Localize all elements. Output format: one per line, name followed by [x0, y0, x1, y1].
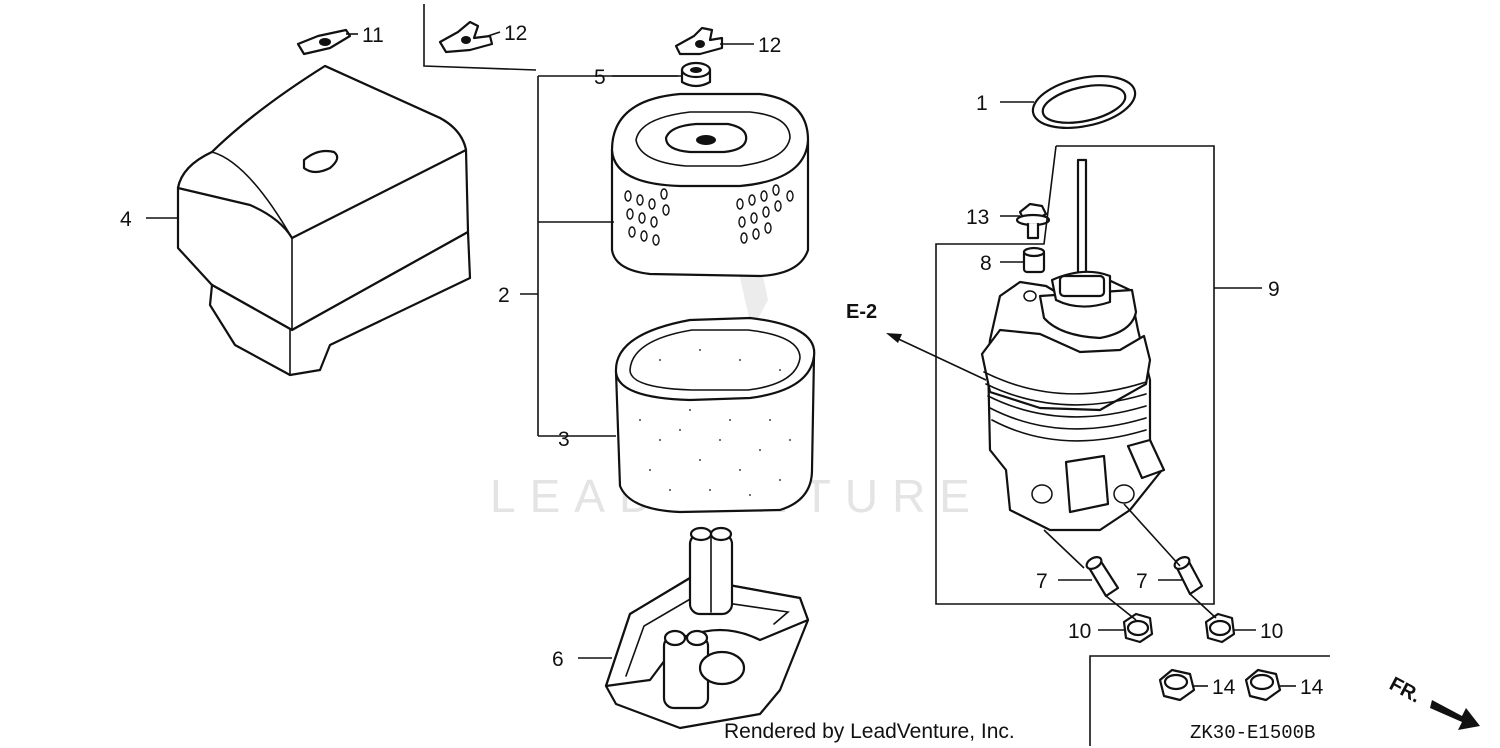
air-cleaner-cover-icon[interactable] — [176, 64, 472, 377]
callout-9: 9 — [1268, 278, 1280, 301]
callout-13: 13 — [966, 206, 989, 229]
air-cleaner-element-icon[interactable] — [610, 92, 810, 278]
callouts: 1 2 3 4 5 6 7 7 8 9 10 10 11 12 12 13 14… — [120, 22, 1324, 699]
callout-14a: 14 — [1212, 676, 1236, 699]
air-cleaner-case-icon[interactable] — [604, 526, 810, 730]
direction-label: FR. — [1386, 673, 1425, 708]
callout-11: 11 — [362, 24, 384, 47]
callout-12b: 12 — [758, 34, 781, 57]
callout-5: 5 — [594, 66, 606, 89]
reference-e2: E-2 — [846, 301, 877, 323]
callout-2: 2 — [498, 284, 510, 307]
front-direction-arrow-icon: FR. — [1386, 673, 1480, 730]
diagram-code: ZK30-E1500B — [1190, 722, 1315, 744]
callout-3: 3 — [558, 428, 570, 451]
collar-icon[interactable] — [1173, 555, 1204, 596]
callout-1: 1 — [976, 92, 988, 115]
footer-credit: Rendered by LeadVenture, Inc. — [724, 720, 1015, 743]
wing-nut-icon[interactable] — [438, 20, 494, 54]
spacer-icon[interactable] — [1022, 246, 1046, 274]
flange-nut-icon[interactable] — [1244, 668, 1282, 702]
callout-10a: 10 — [1068, 620, 1091, 643]
callout-4: 4 — [120, 208, 132, 231]
collar-icon[interactable] — [1085, 555, 1120, 598]
foam-pre-filter-icon[interactable] — [614, 316, 816, 514]
callout-12a: 12 — [504, 22, 527, 45]
wing-nut-icon[interactable] — [296, 28, 352, 56]
grommet-icon[interactable] — [680, 61, 712, 88]
flange-bolt-icon[interactable] — [1015, 202, 1051, 240]
flange-nut-icon[interactable] — [1204, 612, 1236, 644]
callout-6: 6 — [552, 648, 564, 671]
callout-14b: 14 — [1300, 676, 1324, 699]
gasket-ring-icon[interactable] — [1028, 68, 1140, 137]
wing-nut-icon[interactable] — [674, 26, 724, 56]
callout-10b: 10 — [1260, 620, 1283, 643]
callout-7a: 7 — [1036, 570, 1048, 593]
callout-8: 8 — [980, 252, 992, 275]
flange-nut-icon[interactable] — [1158, 668, 1196, 702]
leader-lines — [146, 4, 1330, 746]
flange-nut-icon[interactable] — [1122, 612, 1154, 644]
callout-7b: 7 — [1136, 570, 1148, 593]
elbow-housing-icon[interactable] — [980, 158, 1166, 532]
